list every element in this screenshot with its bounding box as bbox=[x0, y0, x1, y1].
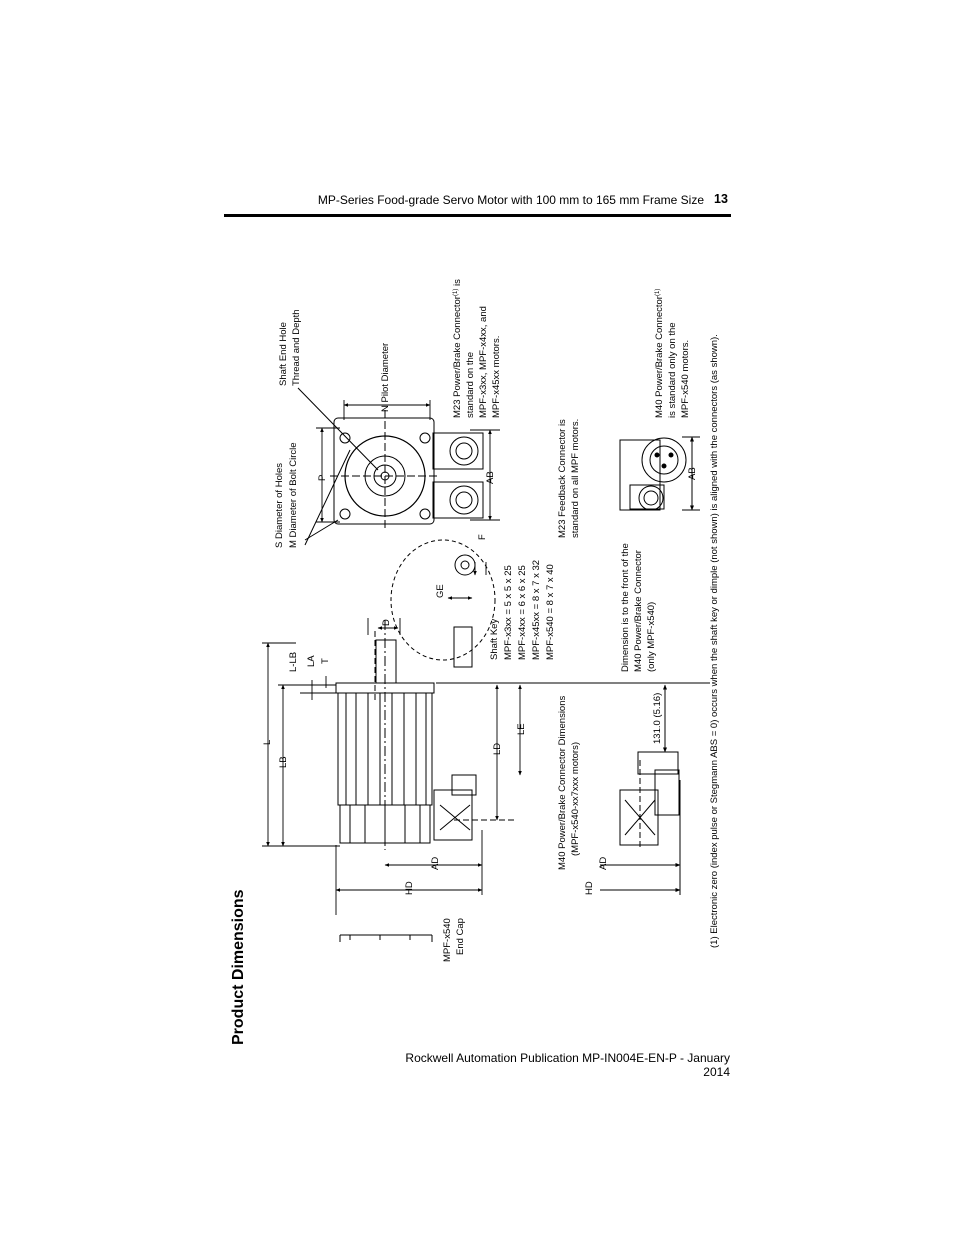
flange-dimensions bbox=[316, 400, 492, 523]
label-pilot-diameter: N Pilot Diameter bbox=[380, 343, 391, 412]
side-dimensions bbox=[262, 562, 522, 915]
label-shaft-key-1: MPF-x3xx = 5 x 5 x 25 bbox=[503, 565, 514, 660]
label-dim-ad: AD bbox=[430, 857, 441, 870]
label-m40-dims-1: M40 Power/Brake Connector Dimensions bbox=[557, 696, 568, 870]
label-dim-front-2: M40 Power/Brake Connector bbox=[633, 550, 644, 672]
label-shaft-key-3: MPF-x45xx = 8 x 7 x 32 bbox=[531, 560, 542, 660]
label-holes-m: M Diameter of Bolt Circle bbox=[288, 442, 299, 548]
label-dim-front-3: (only MPF-x540) bbox=[646, 602, 657, 672]
label-dim-l: L bbox=[262, 740, 273, 745]
label-shaft-key-title: Shaft Key bbox=[489, 619, 500, 660]
label-shaft-key-4: MPF-x540 = 8 x 7 x 40 bbox=[545, 564, 556, 660]
label-dim-front-1: Dimension is to the front of the bbox=[620, 543, 631, 672]
page-footer: Rockwell Automation Publication MP-IN004… bbox=[405, 1051, 730, 1079]
label-m23-power-1: M23 Power/Brake Connector(1) is bbox=[452, 279, 463, 418]
label-dim-ld: LD bbox=[492, 743, 503, 755]
label-m40-std-2: is standard only on the bbox=[667, 322, 678, 418]
label-end-cap-2: End Cap bbox=[455, 918, 466, 955]
label-shaft-end-hole: Shaft End Hole bbox=[278, 322, 289, 386]
running-header: MP-Series Food-grade Servo Motor with 10… bbox=[317, 193, 704, 207]
label-dim-llb: L-LB bbox=[288, 652, 299, 672]
label-m23-power-4: MPF-x45xx motors. bbox=[491, 336, 502, 418]
label-m23-power-2: standard on the bbox=[465, 352, 476, 418]
label-dim-p: P bbox=[317, 475, 328, 481]
label-m40-std-3: MPF-x540 motors. bbox=[680, 340, 691, 418]
section-title: Product Dimensions bbox=[230, 889, 247, 1045]
label-dim-lb: LB bbox=[278, 756, 289, 768]
label-dim-hd: HD bbox=[404, 881, 415, 895]
header-rule bbox=[224, 214, 731, 217]
end-cap-view bbox=[339, 934, 433, 942]
label-dim-ab: AB bbox=[485, 471, 496, 484]
label-m40-dims-2: (MPF-x540-xx7xxx motors) bbox=[570, 742, 581, 856]
label-dim-la: LA bbox=[306, 655, 317, 667]
label-thread-depth: Thread and Depth bbox=[291, 309, 302, 386]
label-dim-d: D bbox=[381, 619, 392, 626]
label-dim-ad2: AD bbox=[598, 857, 609, 870]
page-number: 13 bbox=[714, 192, 728, 206]
label-shaft-key-2: MPF-x4xx = 6 x 6 x 25 bbox=[517, 565, 528, 660]
label-dim-t: T bbox=[320, 658, 331, 664]
motor-side-view bbox=[335, 539, 710, 850]
label-m23-power-3: MPF-x3xx, MPF-x4xx, and bbox=[478, 306, 489, 418]
m40-connector-side-view bbox=[600, 684, 681, 895]
label-m40-std-1: M40 Power/Brake Connector(1) bbox=[654, 289, 665, 418]
footnote: (1) Electronic zero (index pulse or Steg… bbox=[709, 334, 720, 948]
label-dim-f: F bbox=[477, 534, 488, 540]
label-m23-feedback-2: standard on all MPF motors. bbox=[570, 419, 581, 538]
flange-front-view bbox=[297, 387, 500, 546]
label-dim-le: LE bbox=[516, 723, 527, 735]
label-dim-ab2: AB bbox=[687, 467, 698, 480]
label-dim-hd2: HD bbox=[584, 881, 595, 895]
m40-connector-view bbox=[619, 436, 700, 511]
label-dim-ge: GE bbox=[435, 584, 446, 598]
label-holes-s: S Diameter of Holes bbox=[274, 463, 285, 548]
label-dim-131: 131.0 (5.16) bbox=[652, 693, 663, 744]
label-end-cap-1: MPF-x540 bbox=[442, 918, 453, 962]
label-m23-feedback-1: M23 Feedback Connector is bbox=[557, 419, 568, 538]
